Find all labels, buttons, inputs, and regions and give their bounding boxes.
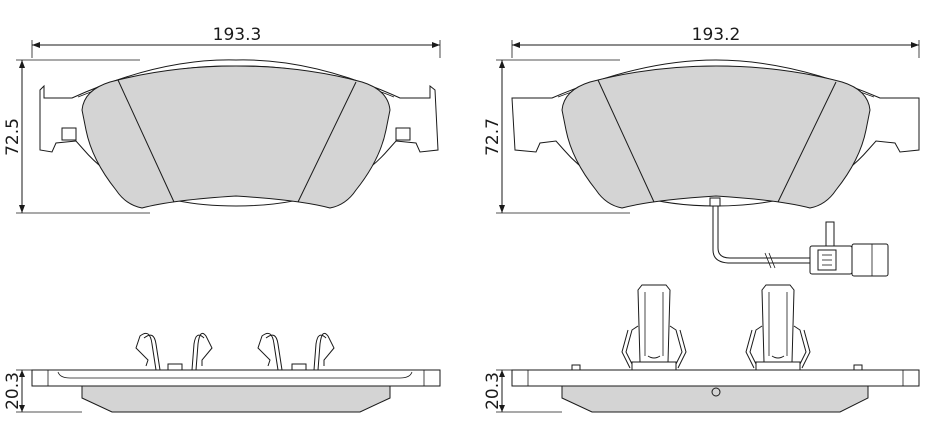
- left-side-friction: [81, 385, 391, 413]
- sensor-hole: [711, 387, 721, 397]
- right-side-friction: [561, 385, 869, 413]
- left-lug-right: [395, 127, 411, 141]
- right-friction-pad: [561, 65, 871, 209]
- left-groove-2: [297, 81, 357, 203]
- left-thickness-dimension: 20.3: [3, 369, 82, 413]
- right-groove-1: [597, 79, 655, 203]
- wear-sensor: [709, 197, 889, 277]
- right-width-dimension: 193.2: [511, 25, 920, 58]
- left-pad-front-view: 193.3 72.5: [3, 25, 441, 214]
- left-clip-2: [257, 332, 335, 371]
- left-height-label: 72.5: [3, 118, 23, 156]
- left-lug-left: [61, 127, 77, 141]
- left-width-dimension: 193.3: [31, 25, 441, 58]
- left-height-dimension: 72.5: [3, 59, 150, 214]
- right-thickness-label: 20.3: [483, 372, 503, 410]
- left-groove-1: [117, 79, 175, 203]
- right-pad-front-view: 193.2 72.7: [483, 25, 920, 277]
- right-clip-1: [621, 284, 687, 371]
- right-thickness-dimension: 20.3: [483, 369, 562, 413]
- left-width-label: 193.3: [213, 25, 262, 45]
- left-pad-side-view: 20.3: [3, 332, 441, 413]
- left-clip-1: [135, 332, 213, 371]
- left-friction-pad: [81, 65, 391, 209]
- right-side-plate: [511, 369, 920, 387]
- left-thickness-label: 20.3: [3, 372, 23, 410]
- right-height-dimension: 72.7: [483, 59, 630, 214]
- right-groove-2: [777, 81, 837, 203]
- right-width-label: 193.2: [692, 25, 741, 45]
- right-height-label: 72.7: [483, 118, 503, 156]
- right-clip-2: [745, 284, 811, 371]
- right-pad-side-view: 20.3: [483, 284, 920, 413]
